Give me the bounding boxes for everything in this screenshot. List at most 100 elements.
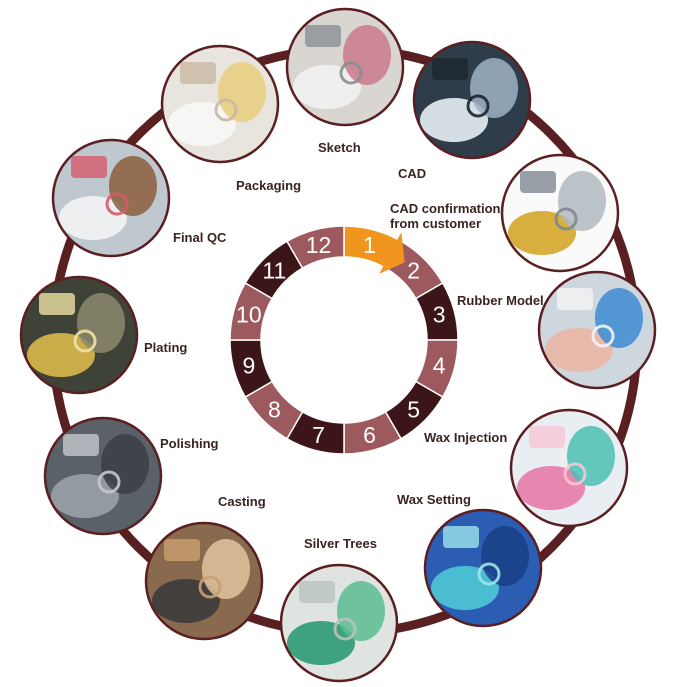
photo-border	[43, 416, 163, 536]
ring-number-2: 2	[407, 257, 420, 283]
step-label-12: Packaging	[236, 178, 301, 193]
photo-shape	[432, 58, 468, 80]
step-label-8: Casting	[218, 494, 266, 509]
step-label-line: from customer	[390, 216, 482, 231]
polishing-photo	[45, 418, 161, 534]
photo-shape	[101, 434, 149, 494]
step-label-line: Polishing	[160, 436, 219, 451]
photo-shape	[71, 156, 107, 178]
final-qc-photo	[53, 140, 169, 256]
photo-shape	[477, 562, 501, 586]
photo-shape	[333, 617, 357, 641]
photo-shape	[529, 426, 565, 448]
packaging-photo	[162, 46, 278, 162]
photo-shape	[218, 62, 266, 122]
plating-photo	[21, 277, 137, 393]
photo-border	[423, 508, 543, 628]
photo-shape	[517, 466, 585, 510]
step-label-line: Rubber Model	[457, 293, 544, 308]
photo-shape	[198, 575, 222, 599]
wax-injection-photo	[511, 410, 627, 526]
photo-border	[412, 40, 532, 160]
photo-shape	[305, 25, 341, 47]
step-label-2: CAD	[398, 166, 426, 181]
photo-shape	[202, 539, 250, 599]
casting-photo	[146, 523, 262, 639]
photo-shape	[293, 65, 361, 109]
step-label-line: CAD confirmation	[390, 201, 501, 216]
step-label-7: Silver Trees	[304, 536, 377, 551]
photo-shape	[443, 526, 479, 548]
photo-border	[500, 153, 620, 273]
ring-segment-12	[285, 225, 345, 270]
photo-shape	[508, 211, 576, 255]
photo-shape	[299, 581, 335, 603]
photo-shape	[431, 566, 499, 610]
photo-shape	[563, 462, 587, 486]
photo-shape	[63, 434, 99, 456]
step-label-9: Polishing	[160, 436, 219, 451]
ring-number-12: 12	[306, 232, 332, 258]
photo-shape	[97, 470, 121, 494]
ring-number-10: 10	[236, 302, 262, 328]
photo-shape	[105, 192, 129, 216]
photo-shape	[164, 539, 200, 561]
photo-shape	[27, 333, 95, 377]
photo-shape	[545, 328, 613, 372]
ring-number-11: 11	[262, 257, 286, 283]
silver-trees-photo	[281, 565, 397, 681]
ring-number-1: 1	[363, 232, 376, 258]
photo-border	[285, 7, 405, 127]
photo-shape	[180, 62, 216, 84]
photo-shape	[73, 329, 97, 353]
step-label-4: Rubber Model	[457, 293, 544, 308]
photo-shape	[520, 171, 556, 193]
sketch-photo	[287, 9, 403, 125]
step-label-11: Final QC	[173, 230, 226, 245]
photo-shape	[287, 621, 355, 665]
photo-shape	[337, 581, 385, 641]
photo-shape	[39, 293, 75, 315]
active-step-arrow	[379, 232, 405, 274]
wax-setting-photo	[425, 510, 541, 626]
step-label-line: Wax Injection	[424, 430, 508, 445]
step-label-line: Wax Setting	[397, 492, 471, 507]
photo-border	[144, 521, 264, 641]
ring-number-8: 8	[268, 397, 281, 423]
step-label-5: Wax Injection	[424, 430, 507, 445]
photo-shape	[558, 171, 606, 231]
photo-shape	[339, 61, 363, 85]
ring-number-6: 6	[363, 422, 376, 448]
ring-number-5: 5	[407, 397, 420, 423]
photo-shape	[466, 94, 490, 118]
step-label-10: Plating	[144, 340, 187, 355]
step-label-line: Plating	[144, 340, 188, 355]
ring-number-9: 9	[242, 352, 255, 378]
photo-border	[160, 44, 280, 164]
step-label-line: Casting	[218, 494, 266, 509]
ring-number-7: 7	[312, 422, 325, 448]
ring-number-3: 3	[433, 302, 446, 328]
step-label-line: Sketch	[318, 140, 361, 155]
photo-shape	[595, 288, 643, 348]
cad-photo	[414, 42, 530, 158]
photo-shape	[59, 196, 127, 240]
cad-confirmation-photo	[502, 155, 618, 271]
rubber-model-photo	[539, 272, 655, 388]
step-photos	[19, 7, 657, 683]
photo-shape	[343, 25, 391, 85]
ring-number-4: 4	[433, 352, 446, 378]
photo-shape	[214, 98, 238, 122]
photo-shape	[109, 156, 157, 216]
photo-border	[509, 408, 629, 528]
step-label-line: Final QC	[173, 230, 227, 245]
step-label-line: CAD	[398, 166, 427, 181]
photo-shape	[481, 526, 529, 586]
photo-shape	[77, 293, 125, 353]
photo-shape	[554, 207, 578, 231]
photo-border	[19, 275, 139, 395]
